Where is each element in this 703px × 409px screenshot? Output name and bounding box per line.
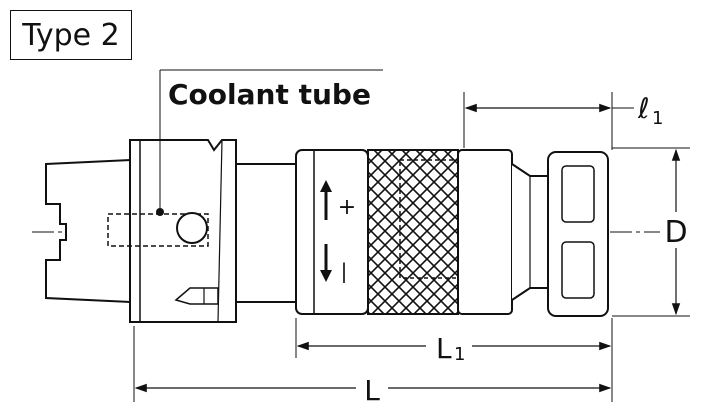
taper-shank xyxy=(45,158,131,304)
drive-key xyxy=(174,287,219,305)
L1-label: L xyxy=(436,332,452,365)
L-label: L xyxy=(364,374,380,407)
plus-symbol: + xyxy=(338,195,356,220)
coolant-tube-label: Coolant tube xyxy=(168,78,371,111)
knurled-ring xyxy=(367,149,459,315)
l1-subscript: 1 xyxy=(652,108,663,129)
L1-subscript: 1 xyxy=(454,344,465,365)
adjust-direction-arrows xyxy=(320,180,332,282)
minus-symbol: | xyxy=(341,259,348,283)
d-label: D xyxy=(664,215,687,250)
body-neck xyxy=(235,163,297,303)
type-label-box: Type 2 xyxy=(10,10,132,60)
coolant-port xyxy=(176,212,208,244)
extension-lines xyxy=(133,92,690,402)
front-body xyxy=(457,149,513,315)
type-label: Type 2 xyxy=(22,17,120,53)
l1-label: ℓ xyxy=(637,92,650,125)
coolant-tube-leader xyxy=(156,69,383,216)
adjust-sleeve xyxy=(295,149,369,315)
